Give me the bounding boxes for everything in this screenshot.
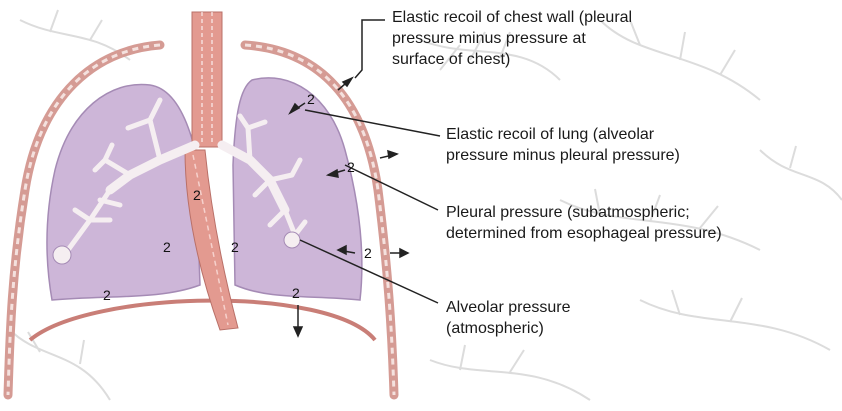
marker-chest-top: 2: [307, 91, 315, 107]
left-lung: [47, 84, 200, 300]
label-line: pressure minus pleural pressure): [446, 145, 680, 166]
label-chest-wall-recoil: Elastic recoil of chest wall (pleural pr…: [392, 7, 632, 70]
marker-left-lung: 2: [163, 239, 171, 255]
label-line: (atmospheric): [446, 318, 571, 339]
marker-center: 2: [231, 239, 239, 255]
label-line: surface of chest): [392, 49, 632, 70]
marker-right-diaphragm: 2: [292, 285, 300, 301]
diaphragm: [30, 301, 375, 340]
marker-pleural: 2: [347, 159, 355, 175]
chest-wall-leader: [355, 20, 385, 78]
pleural-leader: [345, 165, 438, 210]
label-alveolar-pressure: Alveolar pressure (atmospheric): [446, 297, 571, 339]
marker-lower-pleural: 2: [364, 245, 372, 261]
marker-left-diaphragm: 2: [103, 287, 111, 303]
marker-esophagus: 2: [193, 187, 201, 203]
label-line: pressure minus pressure at: [392, 28, 632, 49]
right-lung: [233, 78, 362, 300]
label-line: determined from esophageal pressure): [446, 223, 722, 244]
trachea: [192, 12, 222, 147]
label-lung-recoil: Elastic recoil of lung (alveolar pressur…: [446, 124, 680, 166]
label-line: Elastic recoil of lung (alveolar: [446, 124, 680, 145]
label-line: Elastic recoil of chest wall (pleural: [392, 7, 632, 28]
label-pleural-pressure: Pleural pressure (subatmospheric; determ…: [446, 202, 722, 244]
label-line: Alveolar pressure: [446, 297, 571, 318]
label-line: Pleural pressure (subatmospheric;: [446, 202, 722, 223]
